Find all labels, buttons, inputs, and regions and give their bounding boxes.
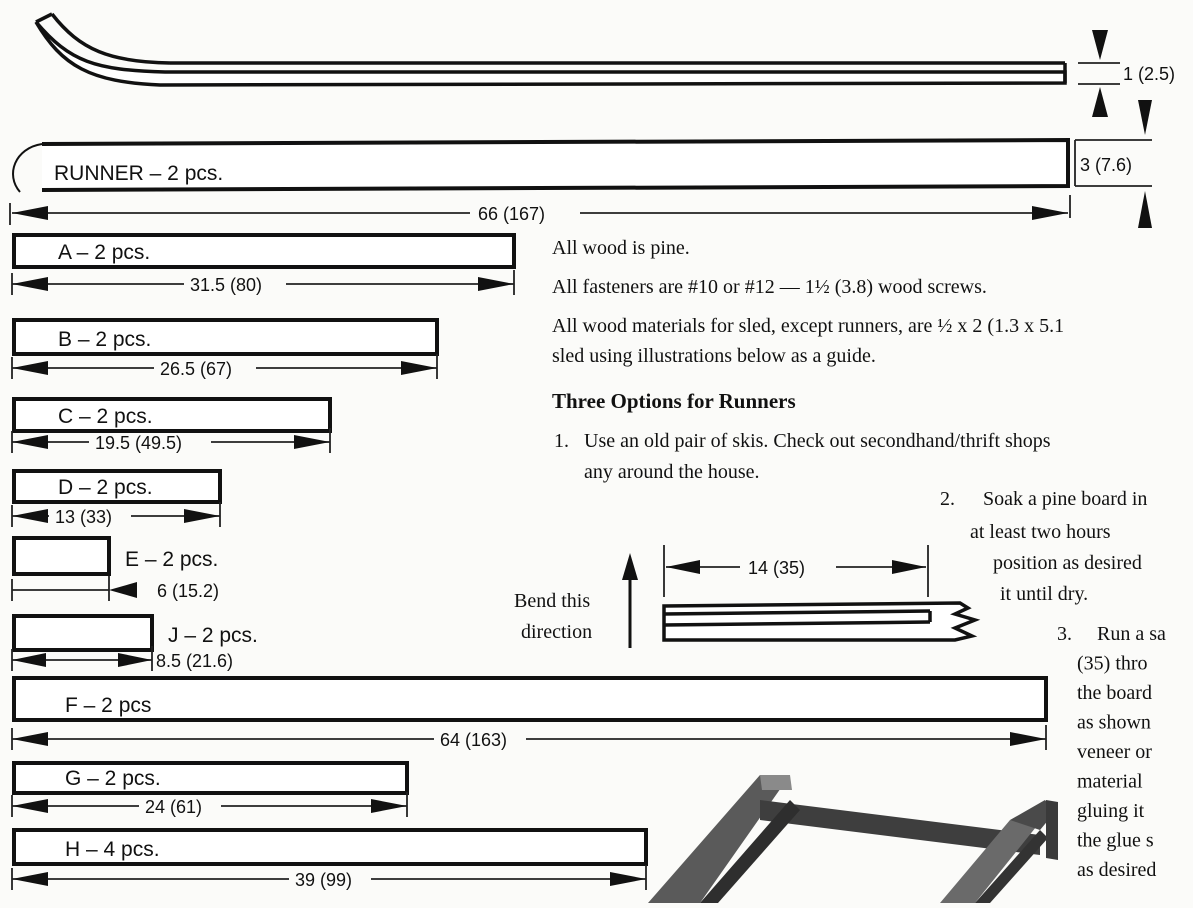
- piece-d-label: D – 2 pcs.: [58, 476, 153, 499]
- piece-b-board: [12, 318, 439, 356]
- option-1-text: Use an old pair of skis. Check out secon…: [584, 430, 1051, 452]
- piece-g-label: G – 2 pcs.: [65, 767, 161, 790]
- option-3-line-4: as shown: [1077, 712, 1151, 734]
- note-materials: All wood materials for sled, except runn…: [552, 315, 1064, 337]
- piece-b-dimension: 26.5 (67): [160, 359, 232, 379]
- piece-g-dimension: 24 (61): [145, 797, 202, 817]
- curved-runner-drawing: [34, 12, 1067, 87]
- piece-c: C – 2 pcs. 19.5 (49.5): [11, 397, 332, 453]
- piece-a-label: A – 2 pcs.: [58, 241, 150, 264]
- piece-h-board: [12, 828, 648, 866]
- piece-h-label: H – 4 pcs.: [65, 838, 160, 861]
- option-3-number: 3.: [1057, 623, 1072, 645]
- cut-list-pieces: A – 2 pcs. 31.5 (80) B – 2 pcs. 26.5 (67) C …: [11, 233, 1048, 890]
- bend-cut-dimension: 14 (35): [748, 558, 805, 578]
- piece-b: B – 2 pcs. 26.5 (67): [11, 318, 439, 379]
- option-3-line-8: the glue s: [1077, 830, 1154, 852]
- option-3-lines: Run a sa (35) thro the board as shown veneer…: [1077, 623, 1166, 881]
- piece-b-label: B – 2 pcs.: [58, 328, 151, 351]
- piece-f-board: [12, 676, 1048, 722]
- note-materials-cont: sled using illustrations below as a guid…: [552, 345, 876, 367]
- bend-label-line-1: Bend this: [514, 590, 590, 612]
- piece-d-board: [12, 469, 222, 504]
- piece-j-board: [12, 614, 154, 652]
- piece-a: A – 2 pcs. 31.5 (80): [11, 233, 516, 295]
- piece-h: H – 4 pcs. 39 (99): [11, 828, 648, 890]
- piece-c-board: [12, 397, 332, 433]
- runner-length-label: 66 (167): [478, 204, 545, 224]
- piece-e-board: [12, 536, 111, 576]
- option-2-line-3: position as desired: [993, 552, 1142, 574]
- runner-thickness-label: 1 (2.5): [1123, 64, 1175, 84]
- runner-width-label: 3 (7.6): [1080, 155, 1132, 175]
- piece-g-board: [12, 761, 409, 795]
- piece-c-dimension: 19.5 (49.5): [95, 433, 182, 453]
- piece-d-dimension: 13 (33): [55, 507, 112, 527]
- piece-f-dimension: 64 (163): [440, 730, 507, 750]
- piece-d: D – 2 pcs. 13 (33): [11, 469, 222, 527]
- piece-c-label: C – 2 pcs.: [58, 405, 153, 428]
- option-3-line-3: the board: [1077, 682, 1152, 704]
- note-pine: All wood is pine.: [552, 237, 690, 259]
- runner-length-dimension: 66 (167): [9, 195, 1071, 225]
- piece-a-dimension: 31.5 (80): [190, 275, 262, 295]
- option-2-line-2: at least two hours: [970, 521, 1111, 543]
- option-3-line-1: Run a sa: [1097, 623, 1166, 645]
- piece-h-dimension: 39 (99): [295, 870, 352, 890]
- option-1-number: 1.: [554, 430, 569, 452]
- sled-frame-photo: [648, 775, 1058, 903]
- piece-e: E – 2 pcs. 6 (15.2): [11, 536, 219, 601]
- piece-g: G – 2 pcs. 24 (61): [11, 761, 409, 817]
- option-3-line-7: gluing it: [1077, 800, 1145, 822]
- piece-e-dimension: 6 (15.2): [157, 581, 219, 601]
- option-3-line-9: as desired: [1077, 859, 1156, 881]
- piece-j-dimension: 8.5 (21.6): [156, 651, 233, 671]
- option-2-line-4: it until dry.: [1000, 583, 1088, 605]
- piece-f-label: F – 2 pcs: [65, 694, 151, 717]
- notes-block: All wood is pine. All fasteners are #10 …: [552, 237, 1166, 881]
- runner-label: RUNNER – 2 pcs.: [54, 162, 223, 185]
- piece-e-label: E – 2 pcs.: [125, 548, 218, 571]
- option-2-number: 2.: [940, 488, 955, 510]
- runner-options-heading: Three Options for Runners: [552, 389, 796, 413]
- option-1-text-cont: any around the house.: [584, 461, 760, 483]
- bend-diagram: Bend this direction 14 (35): [514, 545, 981, 648]
- runner-piece: RUNNER – 2 pcs.: [12, 137, 1070, 193]
- piece-a-board: [12, 233, 516, 269]
- option-3-line-2: (35) thro: [1077, 653, 1148, 675]
- option-2-line-1: Soak a pine board in: [983, 488, 1147, 510]
- runner-thickness-dimension: 1 (2.5): [1078, 30, 1175, 117]
- bend-label-line-2: direction: [521, 621, 592, 643]
- note-fasteners: All fasteners are #10 or #12 — 1½ (3.8) …: [552, 276, 987, 298]
- option-3-line-6: material: [1077, 771, 1143, 793]
- bend-arrow-icon: [622, 553, 638, 580]
- runner-width-dimension: 3 (7.6): [1074, 100, 1152, 228]
- option-3-line-5: veneer or: [1077, 741, 1152, 763]
- piece-f: F – 2 pcs 64 (163): [11, 676, 1048, 750]
- piece-j: J – 2 pcs. 8.5 (21.6): [11, 614, 258, 671]
- piece-j-label: J – 2 pcs.: [168, 624, 258, 647]
